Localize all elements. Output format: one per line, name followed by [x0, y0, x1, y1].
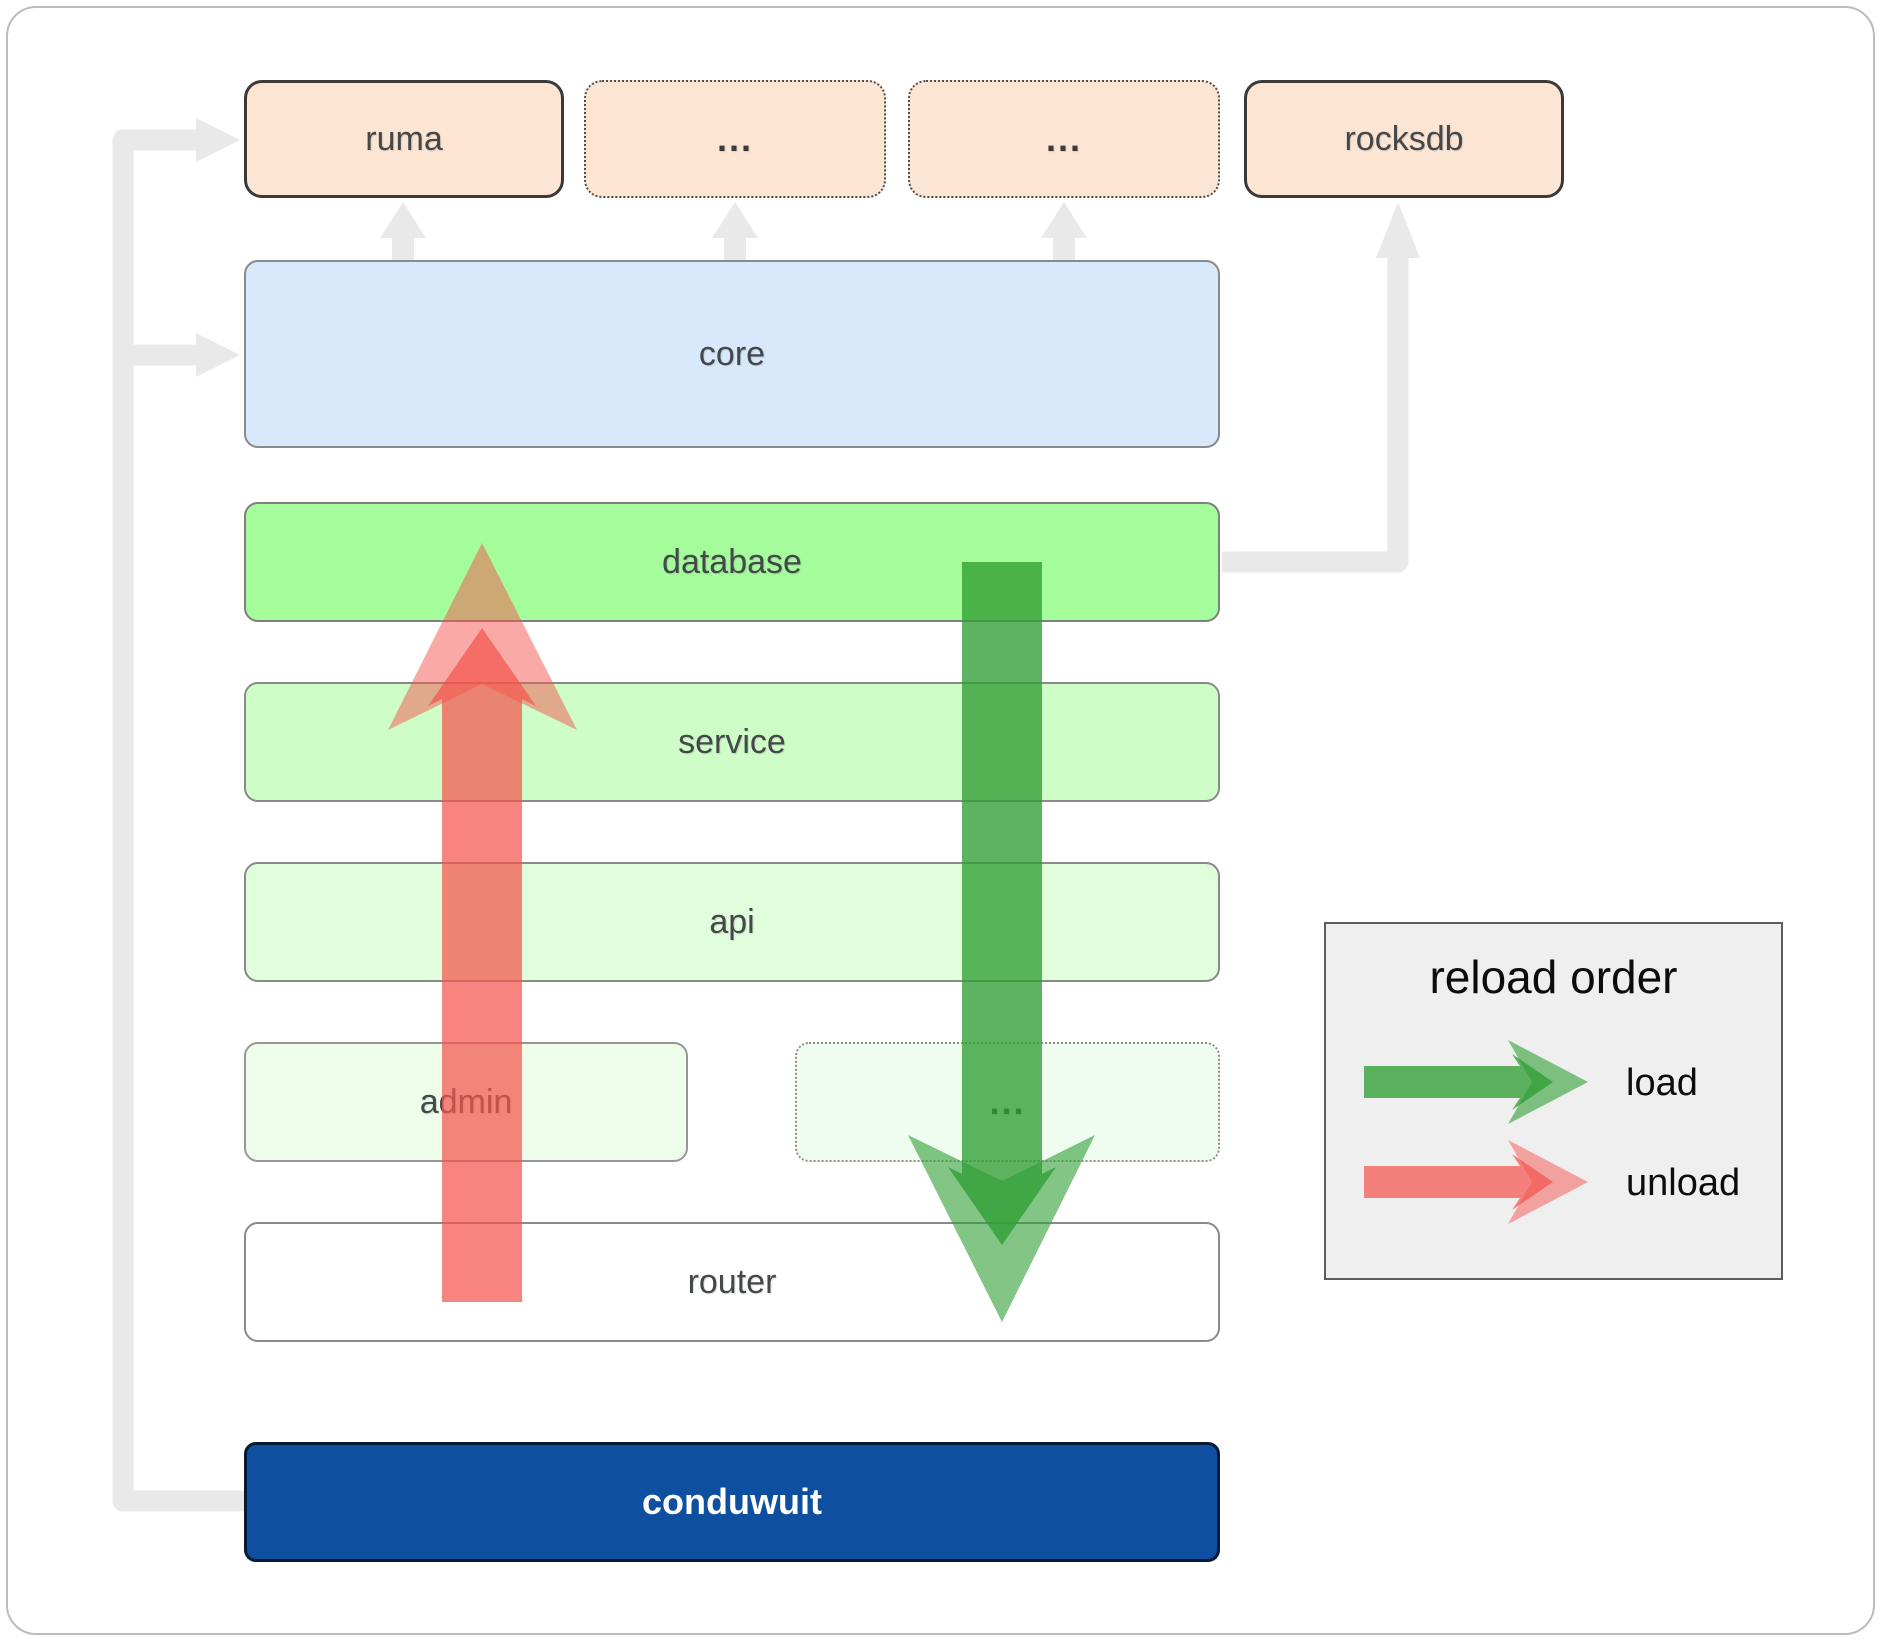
node-dependency-more-1: ...: [584, 80, 886, 198]
node-core-label: core: [698, 334, 766, 373]
legend-unload-label: unload: [1626, 1162, 1741, 1204]
node-database-label: database: [662, 542, 802, 581]
legend-box: reload order load unload: [1324, 922, 1783, 1280]
node-api-label: api: [709, 902, 755, 941]
node-rocksdb: rocksdb: [1244, 80, 1564, 198]
node-core: core: [244, 260, 1220, 448]
node-admin-more-label: ...: [989, 1081, 1026, 1122]
node-admin: admin: [244, 1042, 688, 1162]
node-router: router: [244, 1222, 1220, 1342]
outer-frame: [6, 6, 1875, 1635]
node-ruma-label: ruma: [365, 119, 443, 158]
node-admin-more: ...: [795, 1042, 1220, 1162]
node-dependency-more-2: ...: [908, 80, 1220, 198]
node-admin-label: admin: [419, 1082, 513, 1121]
node-router-label: router: [687, 1262, 777, 1301]
node-dependency-more-2-label: ...: [1045, 118, 1082, 159]
legend-load-label: load: [1626, 1062, 1698, 1104]
node-dependency-more-1-label: ...: [716, 118, 753, 159]
node-ruma: ruma: [244, 80, 564, 198]
node-rocksdb-label: rocksdb: [1344, 119, 1464, 158]
node-service-label: service: [678, 722, 786, 761]
node-api: api: [244, 862, 1220, 982]
node-database: database: [244, 502, 1220, 622]
legend-title: reload order: [1429, 951, 1678, 1003]
node-conduwuit: conduwuit: [244, 1442, 1220, 1562]
node-conduwuit-label: conduwuit: [642, 1481, 822, 1522]
node-service: service: [244, 682, 1220, 802]
